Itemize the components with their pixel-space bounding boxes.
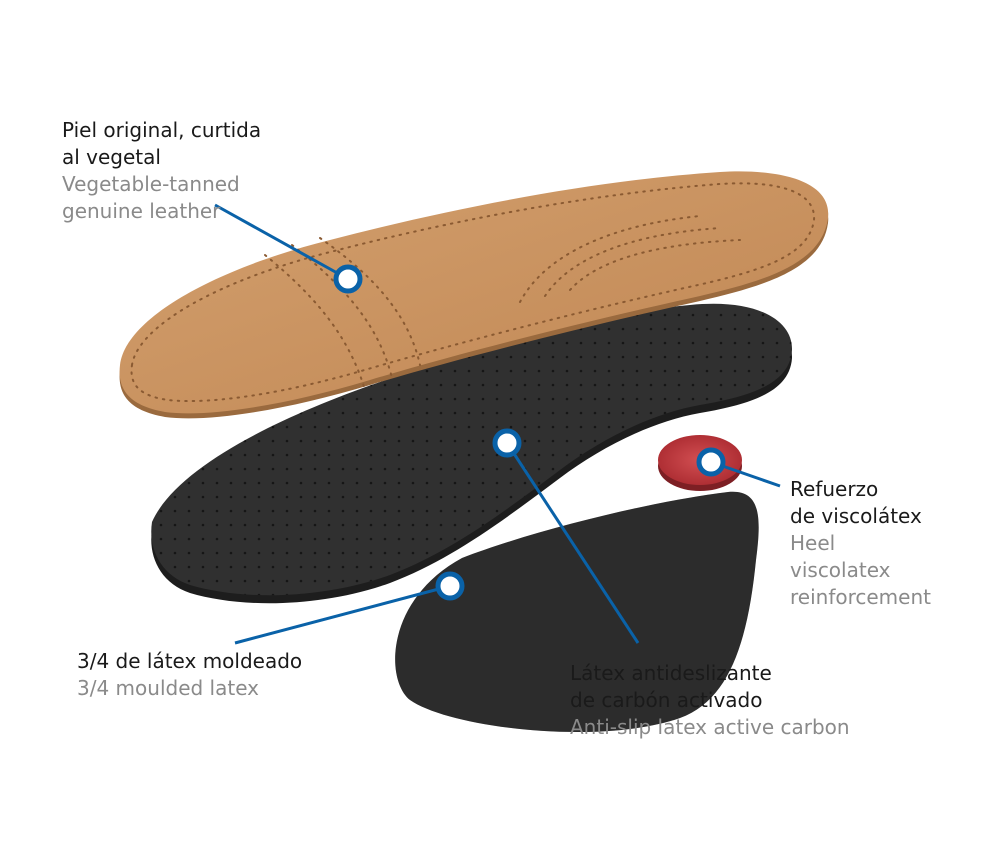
leader-line-latex34 [234, 584, 451, 645]
label-carbon: Látex antideslizante de carbón activado … [570, 660, 850, 741]
label-carbon-es-2: de carbón activado [570, 688, 763, 712]
label-heel-es-2: de viscolátex [790, 504, 922, 528]
label-leather-es-2: al vegetal [62, 145, 161, 169]
label-leather-es-1: Piel original, curtida [62, 118, 262, 142]
leader-line-carbon [505, 442, 640, 644]
leader-line-leather [214, 203, 349, 281]
label-latex34-en-1: 3/4 moulded latex [77, 676, 259, 700]
latex-34-layer [395, 491, 759, 733]
label-leather: Piel original, curtida al vegetal Vegeta… [62, 117, 261, 225]
callout-dot-carbon [492, 428, 522, 458]
label-heel-en-3: reinforcement [790, 585, 931, 609]
label-leather-en-1: Vegetable-tanned [62, 172, 240, 196]
callout-dot-leather [333, 264, 363, 294]
label-heel: Refuerzo de viscolátex Heel viscolatex r… [790, 476, 931, 611]
label-latex34-es-1: 3/4 de látex moldeado [77, 649, 303, 673]
callout-lines [214, 203, 781, 645]
leather-layer [119, 171, 829, 419]
label-latex34: 3/4 de látex moldeado 3/4 moulded latex [77, 648, 302, 702]
callout-dots [333, 264, 726, 601]
callout-dot-latex34 [435, 571, 465, 601]
label-heel-en-1: Heel [790, 531, 836, 555]
label-leather-en-2: genuine leather [62, 199, 221, 223]
label-carbon-en-1: Anti-slip latex active carbon [570, 715, 850, 739]
label-heel-es-1: Refuerzo [790, 477, 879, 501]
label-carbon-es-1: Látex antideslizante [570, 661, 772, 685]
callout-dot-heel [696, 447, 726, 477]
carbon-layer [151, 303, 793, 604]
label-heel-en-2: viscolatex [790, 558, 891, 582]
